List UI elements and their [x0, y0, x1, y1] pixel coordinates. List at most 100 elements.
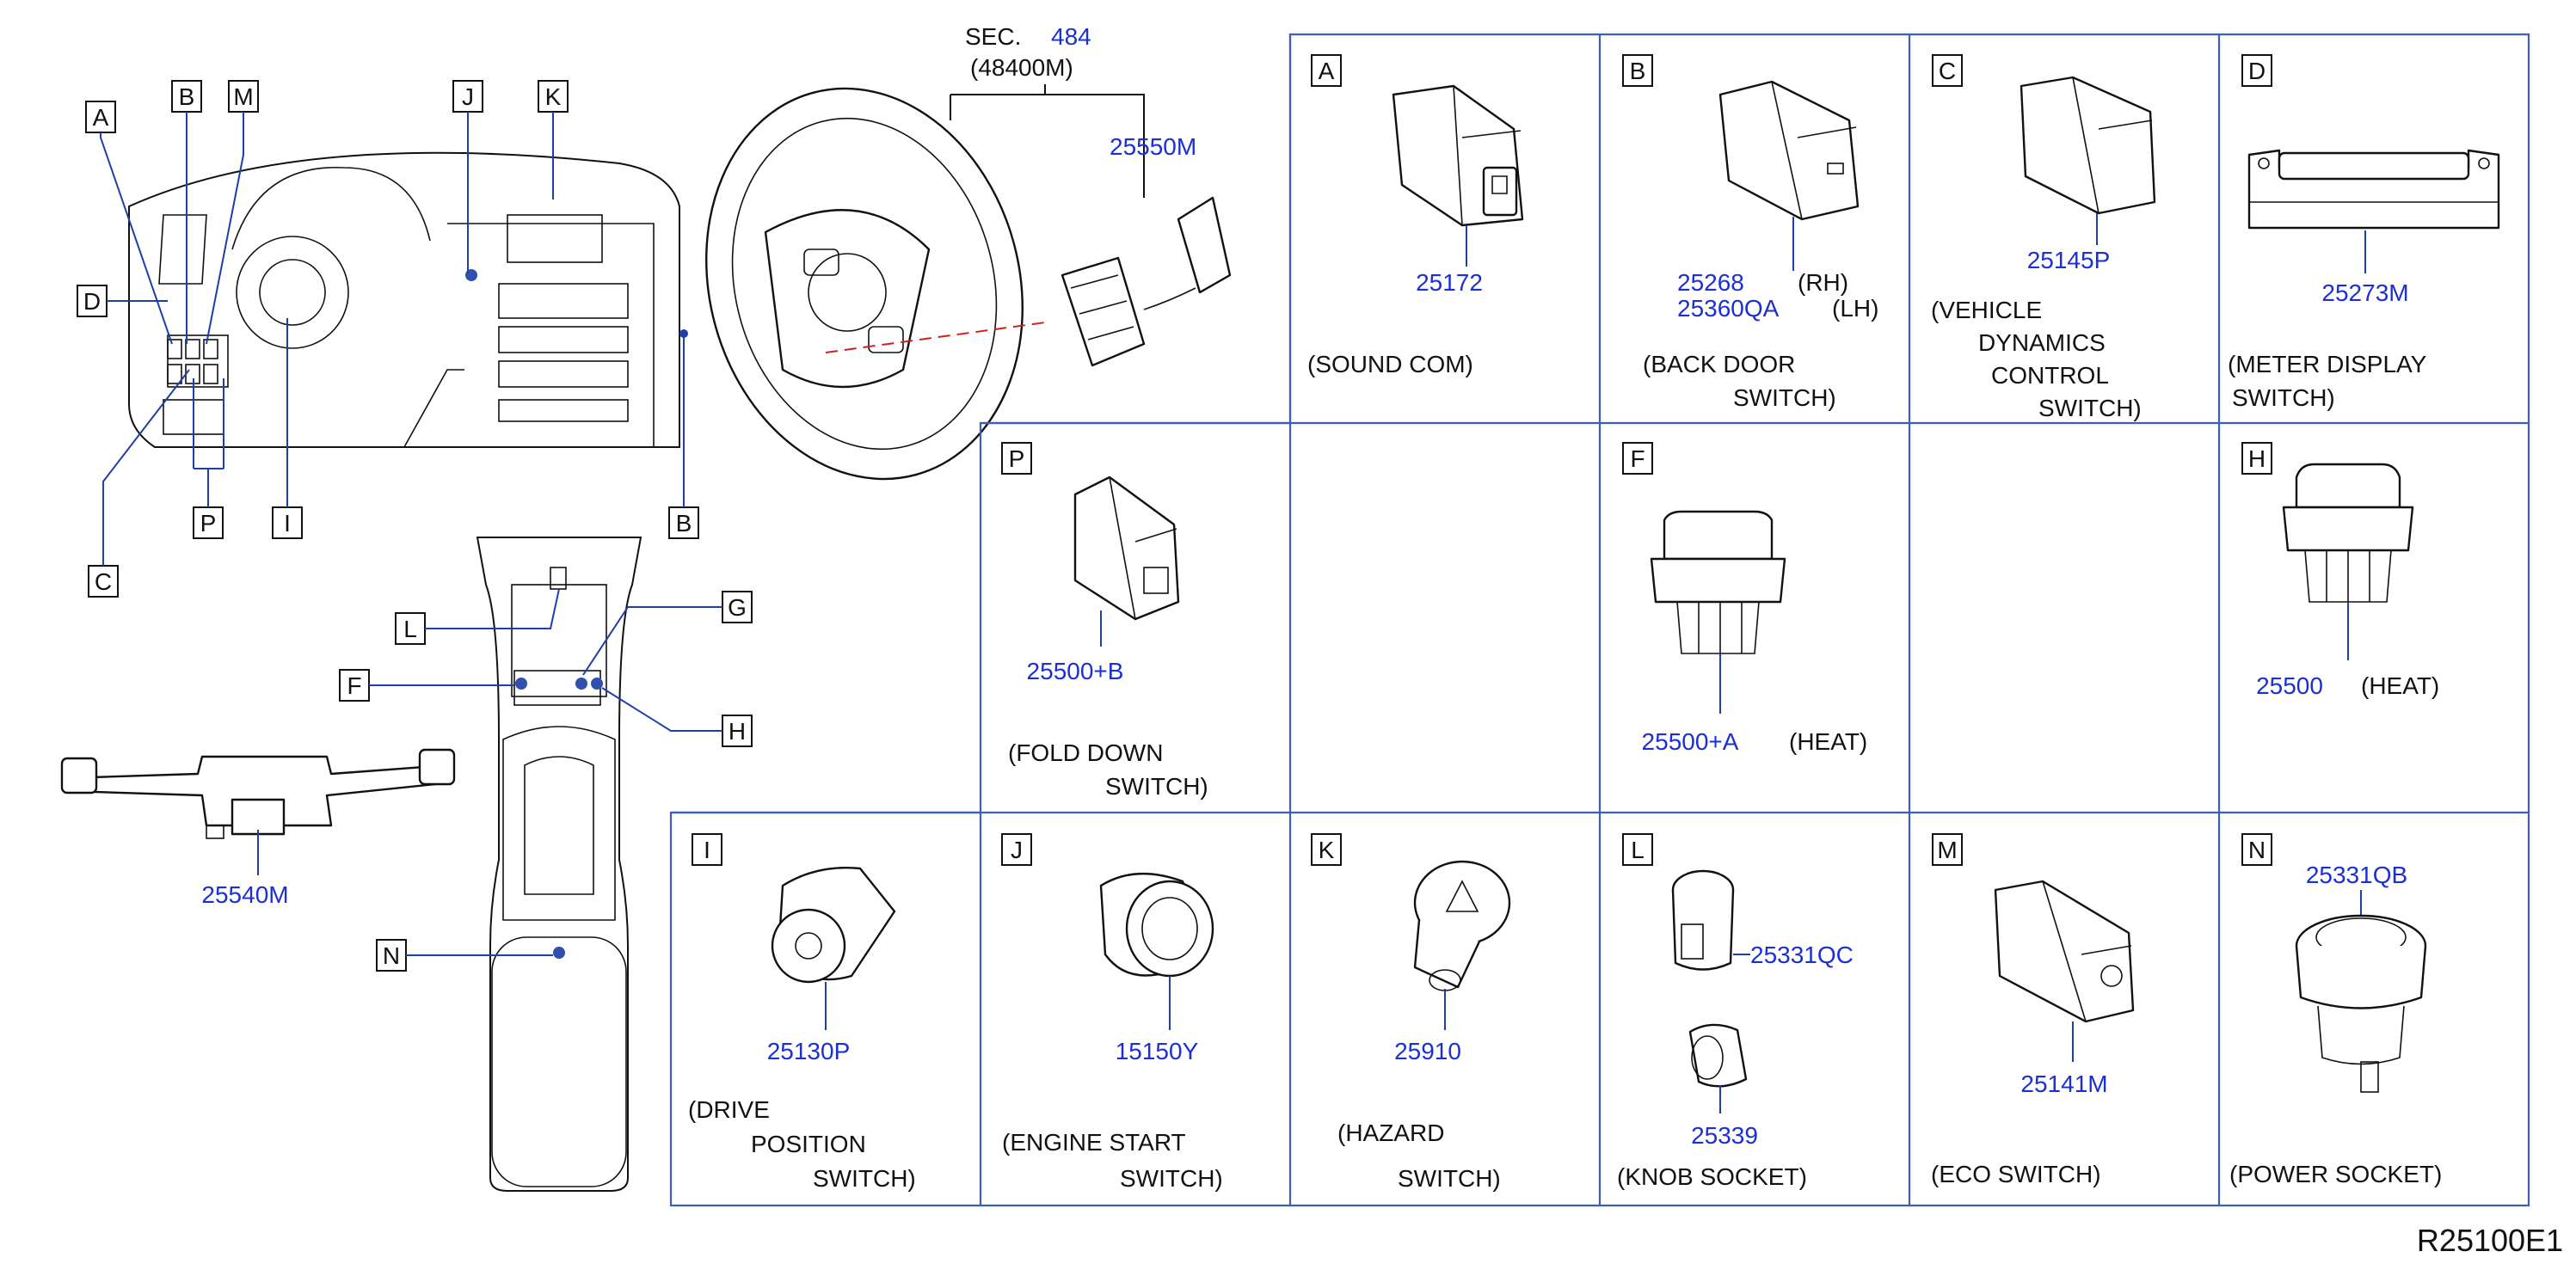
cell-K-desc-1: (HAZARD [1337, 1120, 1444, 1146]
cell-A: A 25172 (SOUND COM) [1307, 54, 1524, 377]
cell-H: H 25500 (HEAT) [2241, 442, 2439, 699]
callout-label-K: K [545, 83, 562, 110]
cell-D-part: 25273M [2321, 279, 2408, 306]
cell-H-suffix: (HEAT) [2361, 672, 2439, 699]
cell-C-key: C [1939, 58, 1956, 84]
callout-H: H [601, 687, 753, 747]
cell-C-desc-3: CONTROL [1991, 362, 2109, 389]
callout-I: I [272, 318, 303, 539]
callout-label-D: D [83, 288, 101, 315]
cell-H-part: 25500 [2256, 672, 2323, 699]
callout-label-B-right: B [676, 510, 692, 537]
cell-J-desc-1: (ENGINE START [1002, 1129, 1186, 1156]
cell-B-suffix-2: (LH) [1832, 295, 1878, 322]
callout-label-L: L [403, 616, 417, 642]
cell-N-desc-1: (POWER SOCKET) [2229, 1161, 2442, 1187]
section-number: 484 [1051, 23, 1091, 50]
cell-N-part: 25331QB [2306, 862, 2407, 888]
callout-label-A: A [93, 104, 109, 131]
cell-I-desc-1: (DRIVE [688, 1096, 770, 1123]
cell-B-suffix-1: (RH) [1798, 269, 1848, 296]
part-25550M: 25550M [1110, 133, 1196, 160]
callout-J: J [452, 80, 483, 273]
cell-B-desc-1: (BACK DOOR [1643, 351, 1795, 377]
callout-L: L [395, 588, 560, 645]
cell-M-desc-1: (ECO SWITCH) [1931, 1161, 2101, 1187]
cell-H-key: H [2248, 445, 2266, 472]
cell-C: C 25145P (VEHICLE DYNAMICS CONTROL SWITC… [1931, 54, 2156, 421]
dashboard-overview [128, 151, 688, 448]
cell-L: L 25331QC 25339 (KNOB SOCKET) [1617, 833, 1854, 1190]
cell-K-desc-2: SWITCH) [1398, 1165, 1501, 1192]
callout-label-P: P [200, 510, 217, 537]
cell-J-part: 15150Y [1116, 1038, 1199, 1064]
callout-K: K [538, 80, 569, 199]
callout-B: B [171, 80, 202, 344]
cell-C-desc-4: SWITCH) [2038, 395, 2142, 421]
cell-I-desc-2: POSITION [751, 1131, 866, 1157]
cell-F-part: 25500+A [1642, 728, 1739, 755]
cell-F-key: F [1630, 445, 1645, 472]
cell-C-desc-1: (VEHICLE [1931, 297, 2042, 323]
cell-L-desc-1: (KNOB SOCKET) [1617, 1163, 1807, 1190]
cell-K-key: K [1319, 837, 1335, 863]
cell-F: F 25500+A (HEAT) [1622, 442, 1867, 755]
cell-F-suffix: (HEAT) [1789, 728, 1867, 755]
callout-B-right: B [668, 337, 699, 539]
cell-I-desc-3: SWITCH) [813, 1165, 916, 1192]
callout-label-M: M [233, 83, 253, 110]
cell-J-key: J [1011, 837, 1023, 863]
cell-K: K 25910 (HAZARD SWITCH) [1311, 833, 1511, 1192]
cell-D-desc-1: (METER DISPLAY [2228, 351, 2427, 377]
cell-M-part: 25141M [2020, 1070, 2107, 1097]
callout-label-N: N [383, 942, 400, 969]
callout-M: M [206, 80, 259, 345]
callout-label-J: J [462, 83, 474, 110]
cell-D-key: D [2248, 58, 2266, 84]
reference-code: R25100E1 [2417, 1223, 2563, 1258]
cell-B-desc-2: SWITCH) [1733, 384, 1836, 411]
cell-N-key: N [2248, 837, 2266, 863]
cell-D-desc-2: SWITCH) [2232, 384, 2335, 411]
callout-A: A [85, 101, 173, 345]
cell-A-part: 25172 [1416, 269, 1483, 296]
section-prefix: SEC. [965, 23, 1021, 50]
cell-P: P 25500+B (FOLD DOWN SWITCH) [1001, 442, 1208, 800]
callout-label-G: G [728, 594, 747, 621]
callout-F: F [339, 669, 514, 702]
cell-I-part: 25130P [767, 1038, 851, 1064]
cell-B-key: B [1630, 58, 1646, 84]
callout-label-I: I [284, 510, 291, 537]
callout-G: G [582, 591, 753, 676]
cell-A-desc-1: (SOUND COM) [1307, 351, 1473, 377]
cell-J-desc-2: SWITCH) [1120, 1165, 1223, 1192]
cell-I-key: I [704, 837, 710, 863]
combination-switch: 25540M [60, 748, 456, 908]
cell-C-desc-2: DYNAMICS [1978, 329, 2106, 356]
cell-J: J 15150Y (ENGINE START SWITCH) [1001, 833, 1223, 1192]
callout-P: P [193, 378, 224, 539]
cell-P-key: P [1009, 445, 1025, 472]
section-sub: (48400M) [970, 54, 1073, 81]
cell-M: M 25141M (ECO SWITCH) [1931, 833, 2135, 1187]
callout-label-C: C [95, 568, 112, 595]
cell-P-desc-1: (FOLD DOWN [1008, 739, 1163, 766]
cell-B-part-1: 25268 [1677, 269, 1744, 296]
cell-P-desc-2: SWITCH) [1105, 773, 1208, 800]
callout-label-F: F [347, 672, 361, 699]
cell-L-part-2: 25339 [1691, 1122, 1758, 1149]
cell-B: B 25268 (RH) 25360QA (LH) (BACK DOOR SWI… [1622, 54, 1878, 411]
callout-label-B: B [179, 83, 195, 110]
cell-N: N 25331QB (POWER SOCKET) [2229, 833, 2442, 1187]
callout-N: N [376, 939, 553, 972]
cell-B-part-2: 25360QA [1677, 295, 1780, 322]
cell-L-key: L [1631, 837, 1645, 863]
callout-D: D [77, 285, 168, 317]
center-console [476, 537, 642, 1192]
parts-grid [669, 33, 2530, 1207]
cell-C-part: 25145P [2027, 247, 2111, 273]
callout-C: C [88, 369, 190, 598]
cell-D: D 25273M (METER DISPLAY SWITCH) [2228, 54, 2500, 411]
cell-M-key: M [1937, 837, 1957, 863]
